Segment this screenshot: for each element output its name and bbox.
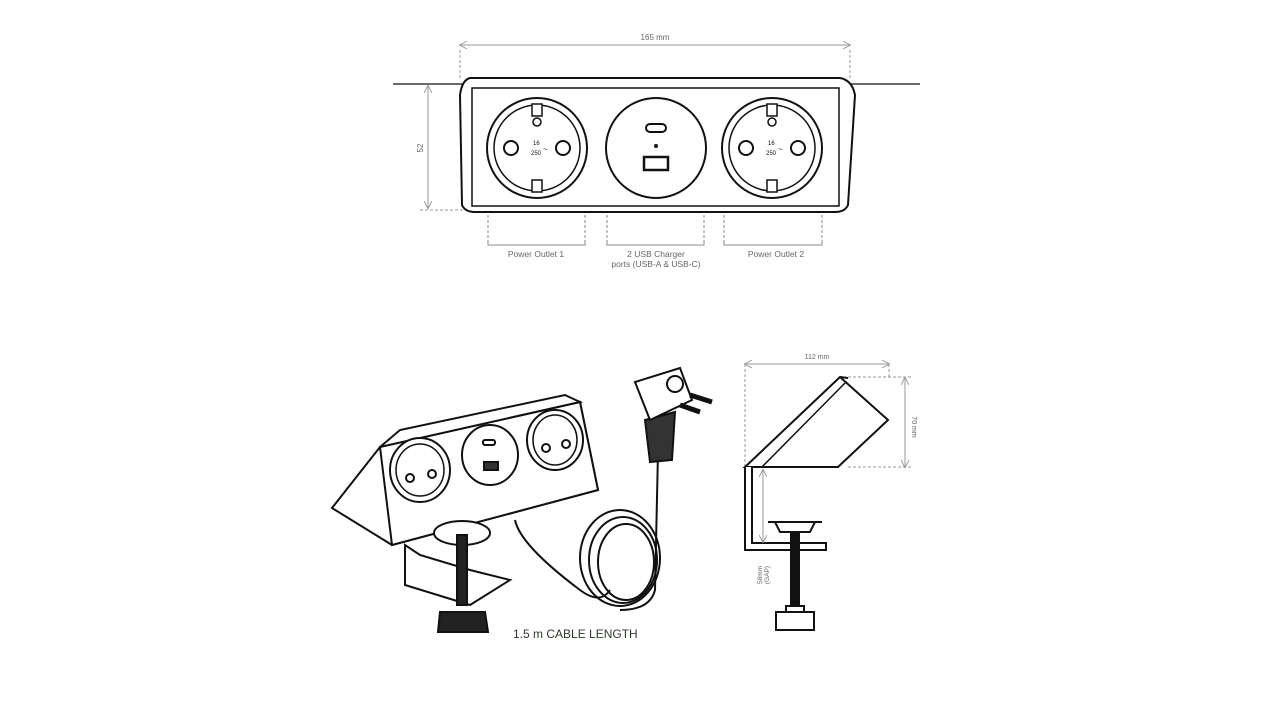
label-usb-line2: ports (USB-A & USB-C) — [611, 259, 700, 269]
side-clamp-knob — [775, 611, 815, 631]
side-height-label: 70 mm — [910, 416, 917, 438]
side-housing — [742, 375, 890, 468]
usb-charger-module — [605, 97, 707, 199]
usb-a-port — [642, 155, 670, 172]
front-view: 165 mm 52 Power Outlet 1 2 USB C — [393, 33, 920, 269]
power-outlet-1 — [486, 97, 588, 199]
iso-clamp-knob — [436, 611, 490, 633]
height-dimension-label: 52 — [416, 143, 425, 152]
iso-plug-strain-relief — [643, 410, 677, 464]
label-power-outlet-1: Power Outlet 1 — [508, 249, 564, 259]
label-usb-line1: 2 USB Charger — [627, 249, 685, 259]
gap-label-line1: 58mm — [757, 566, 764, 584]
iso-plug-head — [633, 366, 694, 422]
side-clamp-bracket — [744, 467, 827, 551]
label-power-outlet-2: Power Outlet 2 — [748, 249, 804, 259]
iso-top-face — [379, 393, 584, 448]
side-width-label: 112 mm — [805, 354, 830, 361]
cable-length-caption: 1.5 m CABLE LENGTH — [513, 627, 638, 641]
power-outlet-2 — [721, 97, 823, 199]
side-view: 112 mm 70 mm 58mm (GAP) — [742, 354, 917, 631]
iso-cable — [514, 451, 659, 611]
gap-label-line2: (GAP) — [764, 566, 771, 584]
isometric-view — [330, 366, 713, 633]
iso-usb-module — [461, 424, 519, 486]
usb-c-port — [645, 123, 667, 133]
iso-cable-coil — [579, 509, 661, 607]
width-dimension-label: 165 mm — [641, 33, 670, 42]
side-clamp-pad — [768, 521, 822, 533]
